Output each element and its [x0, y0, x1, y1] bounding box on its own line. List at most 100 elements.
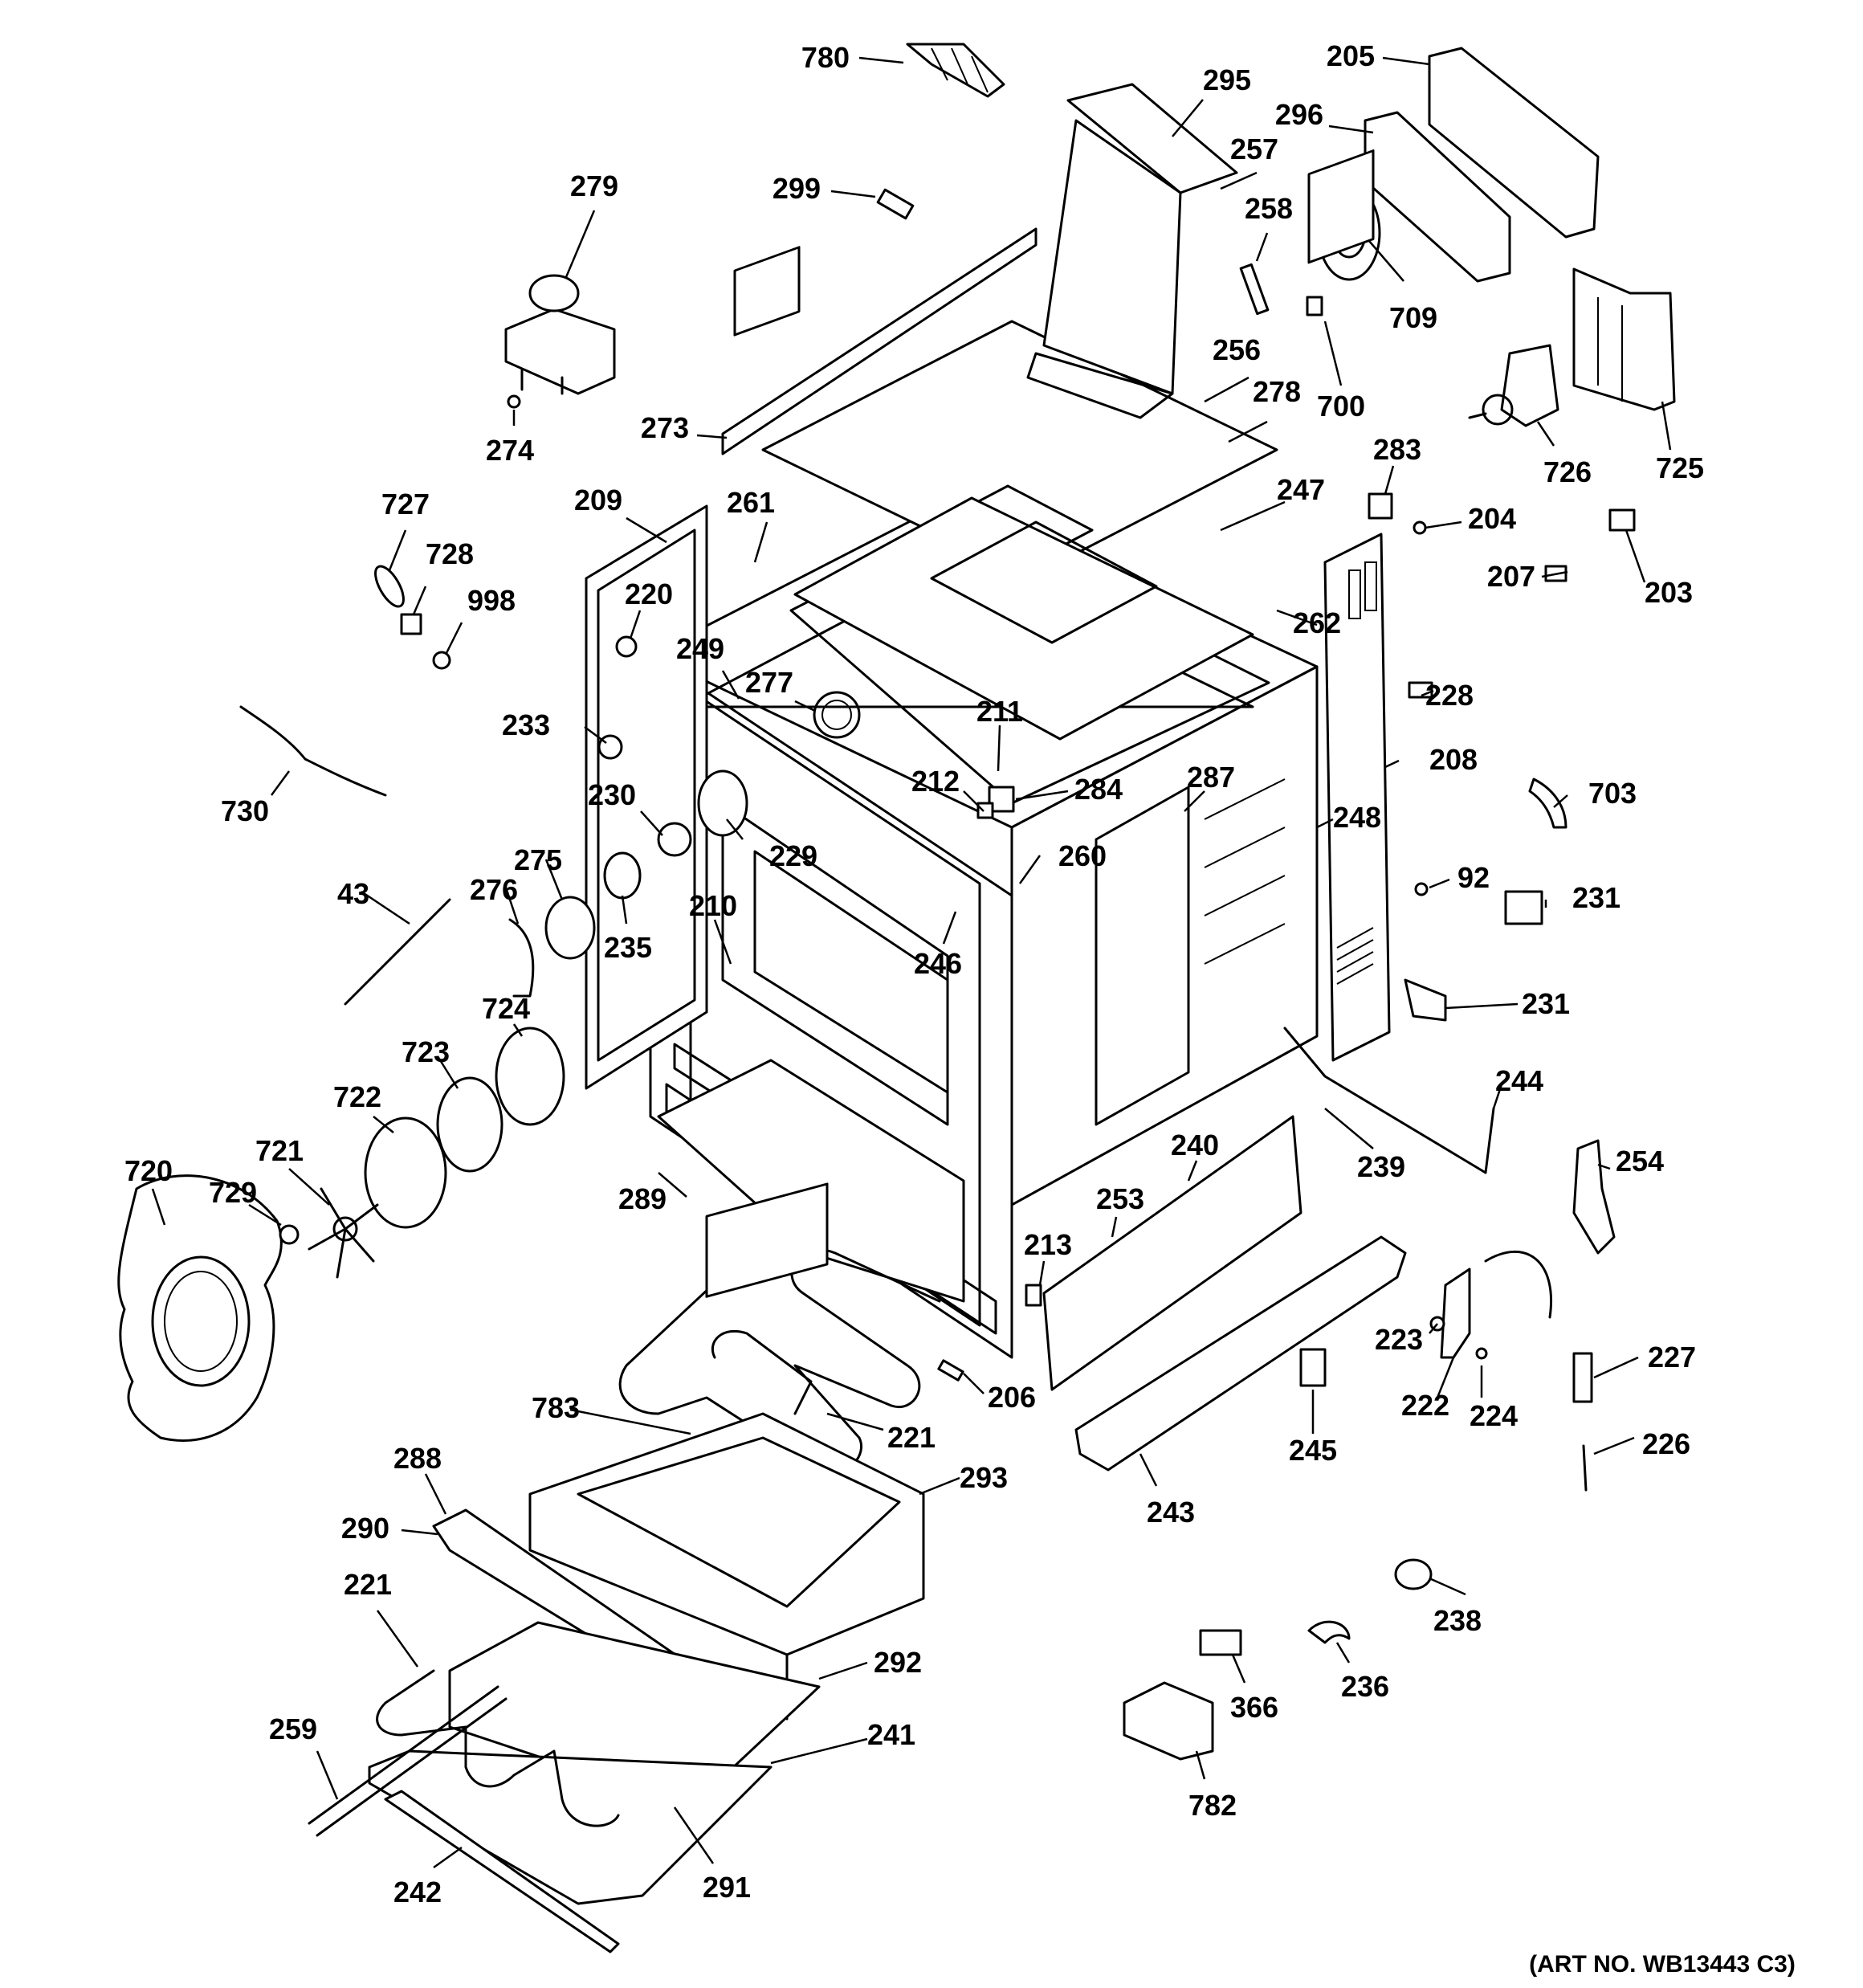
callout: 709 [1389, 301, 1437, 334]
callout: 227 [1648, 1341, 1696, 1374]
callout: 231 [1522, 987, 1570, 1020]
callout: 244 [1495, 1064, 1543, 1097]
bracket-205 [1428, 47, 1600, 239]
part-366 [1199, 1629, 1242, 1656]
callout: 207 [1487, 560, 1535, 593]
callout: 209 [574, 484, 622, 516]
callout: 728 [426, 537, 474, 570]
callout: 247 [1277, 473, 1325, 506]
callout: 211 [976, 695, 1023, 728]
callout: 276 [470, 873, 518, 906]
part-299 [876, 188, 915, 220]
callout: 243 [1147, 1496, 1195, 1529]
callout: 726 [1543, 455, 1592, 488]
callout: 229 [769, 839, 817, 872]
part-276 [508, 918, 535, 998]
thermostat-279 [504, 274, 616, 395]
part-213 [1025, 1284, 1042, 1307]
callout: 299 [773, 172, 821, 205]
callout: 233 [502, 708, 550, 741]
callout: 720 [124, 1154, 173, 1187]
callout: 703 [1588, 777, 1637, 810]
orifice-245 [1299, 1348, 1327, 1387]
callout: 246 [914, 947, 962, 980]
broiler-housing-293 [528, 1412, 925, 1721]
callout: 221 [344, 1568, 392, 1601]
callout: 998 [467, 584, 516, 617]
callout: 730 [221, 794, 269, 827]
callout: 724 [482, 992, 530, 1025]
callout: 729 [209, 1176, 257, 1209]
part-204 [1413, 520, 1427, 535]
callout: 220 [625, 578, 673, 610]
part-703 [1528, 778, 1567, 829]
panel-273 [721, 227, 1037, 455]
callout: 275 [514, 843, 562, 876]
part-729 [279, 1224, 300, 1245]
part-700 [1306, 296, 1323, 316]
tray-292 [448, 1621, 821, 1809]
disc-724 [495, 1027, 565, 1126]
callout: 291 [703, 1871, 751, 1904]
part-224 [1475, 1347, 1488, 1360]
callout: 290 [341, 1512, 389, 1545]
fan-cover-720 [117, 1174, 283, 1442]
panel-240 [1042, 1115, 1302, 1391]
part-92 [1414, 882, 1429, 896]
fan-blade-721 [308, 1187, 379, 1279]
callout: 289 [618, 1182, 667, 1215]
lamp-235 [603, 851, 642, 900]
callout: 262 [1293, 606, 1341, 639]
callout: 222 [1401, 1389, 1449, 1422]
callout: 722 [333, 1080, 381, 1113]
callout: 239 [1357, 1150, 1405, 1183]
rail-242 [384, 1790, 620, 1953]
callout: 242 [393, 1876, 442, 1908]
callout: 274 [486, 434, 534, 467]
cavity-top-panel [793, 496, 1254, 741]
part-206 [937, 1359, 964, 1382]
part-728 [400, 613, 422, 635]
motor-726 [1468, 344, 1559, 427]
box-725 [1572, 267, 1676, 411]
part-220 [615, 635, 638, 658]
callout: 228 [1425, 679, 1474, 712]
plate-722 [364, 1116, 447, 1229]
callout: 253 [1096, 1182, 1144, 1215]
callout: 204 [1468, 502, 1516, 535]
callout: 258 [1245, 192, 1293, 225]
callout: 727 [381, 488, 430, 520]
rod-259 [308, 1685, 499, 1825]
part-238 [1394, 1558, 1433, 1590]
callout: 43 [337, 877, 369, 910]
panel-208 [1323, 533, 1391, 1062]
callout: 248 [1333, 801, 1381, 834]
duct-295 [1026, 83, 1238, 419]
callout: 221 [887, 1421, 936, 1454]
callout: 284 [1074, 773, 1123, 806]
callout: 205 [1327, 39, 1375, 72]
part-262 [1307, 149, 1375, 264]
disc-723 [436, 1076, 503, 1173]
callout: 287 [1187, 761, 1235, 794]
callout: 261 [727, 486, 775, 519]
part-231-upper [1504, 890, 1543, 925]
bracket-254 [1572, 1139, 1616, 1255]
callout: 238 [1433, 1604, 1482, 1637]
callout-labels: 780 295 205 296 257 299 258 279 709 256 … [124, 39, 1704, 1908]
rod-226 [1582, 1444, 1588, 1492]
callout: 249 [676, 632, 724, 665]
callout: 723 [402, 1035, 450, 1068]
callout: 240 [1171, 1129, 1219, 1161]
spring-227 [1572, 1352, 1593, 1403]
gasket-244 [1283, 1027, 1495, 1174]
leader-lines [151, 56, 1672, 1869]
callout: 257 [1230, 133, 1278, 165]
part-727 [374, 565, 405, 608]
callout: 273 [641, 411, 689, 444]
part-283 [1368, 492, 1393, 520]
callout: 92 [1457, 861, 1490, 894]
callout: 283 [1373, 433, 1421, 466]
callout: 230 [588, 778, 636, 811]
